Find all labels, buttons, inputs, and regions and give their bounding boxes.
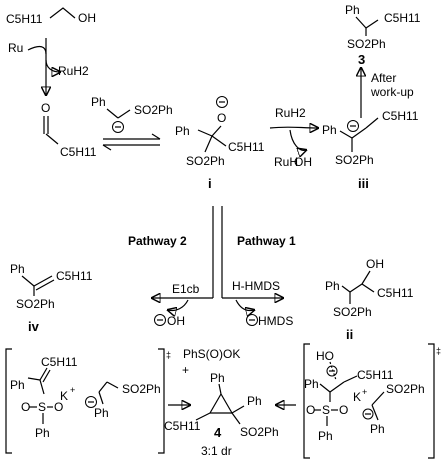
ii-label: ii	[346, 327, 353, 342]
p3-label: 3	[358, 52, 365, 67]
sulfone-anion-reagent: Ph SO2Ph	[91, 95, 173, 133]
reagent-ph: Ph	[91, 95, 106, 109]
p4-ph-top: Ph	[210, 371, 225, 385]
intermediate-i: O Ph C5H11 SO2Ph i	[175, 96, 265, 191]
tsr-so2ph: SO2Ph	[386, 382, 425, 396]
intermediate-iii: Ph C5H11 SO2Ph iii	[322, 109, 419, 191]
ts-left-dagger: ‡	[166, 350, 171, 360]
tsr-o-right: O	[339, 403, 348, 417]
tsr-ho: HO	[316, 349, 334, 363]
ii-ph: Ph	[325, 279, 340, 293]
tsr-chain: C5H11	[357, 368, 394, 382]
tsl-chain: C5H11	[41, 355, 78, 369]
after-label: After	[371, 71, 396, 85]
tsl-k: K	[60, 389, 68, 403]
iii-ruh-label: RuH	[274, 155, 298, 169]
p4-phsook: PhS(O)OK	[183, 347, 240, 361]
tsl-so2ph: SO2Ph	[122, 382, 161, 396]
tsr-s: S	[322, 403, 330, 417]
tsr-k: K	[353, 390, 361, 404]
p3-ph: Ph	[345, 3, 360, 17]
p4-plus: +	[182, 363, 189, 377]
tsr-ph: Ph	[304, 377, 319, 391]
arrow-to-iii	[269, 127, 318, 128]
iii-label: iii	[358, 176, 369, 191]
iv-so2ph: SO2Ph	[16, 297, 55, 311]
equilibrium-arrow	[102, 133, 161, 151]
ii-so2ph: SO2Ph	[333, 305, 372, 319]
ru-catalyst-label: Ru	[8, 41, 23, 55]
reagent-so2ph: SO2Ph	[134, 103, 173, 117]
product-3: Ph C5H11 SO2Ph 3	[345, 3, 421, 67]
p3-chain: C5H11	[384, 11, 421, 25]
i-chain: C5H11	[228, 140, 265, 154]
iii-ph: Ph	[322, 123, 337, 137]
i-so2ph: SO2Ph	[186, 154, 225, 168]
tsr-o-left: O	[306, 403, 315, 417]
ts-left: ‡ C5H11 Ph K + S O O Ph SO2Ph Ph	[5, 348, 171, 454]
p3-so2ph: SO2Ph	[347, 37, 386, 51]
p4-chain: C5H11	[164, 419, 201, 433]
tsl-ph-s: Ph	[35, 426, 50, 440]
aldehyde-chain: C5H11	[60, 145, 97, 159]
pathway2-label: Pathway 2	[128, 234, 187, 248]
iii-ruh2: RuH2	[275, 106, 306, 120]
iv-chain: C5H11	[56, 269, 93, 283]
iv-label: iv	[28, 319, 40, 334]
hmds-label: HMDS	[258, 314, 293, 328]
tsl-ph-benzyl: Ph	[94, 406, 109, 420]
ii-chain: C5H11	[377, 286, 414, 300]
pathway1-label: Pathway 1	[237, 234, 296, 248]
e1cb-hydroxide: OH	[167, 314, 185, 328]
cyclopropane-4: PhS(O)OK + Ph C5H11 Ph SO2Ph 4 3:1 dr	[164, 347, 279, 458]
p4-label: 4	[214, 425, 222, 440]
tsl-o-left: O	[21, 400, 30, 414]
e1cb-label: E1cb	[172, 282, 200, 296]
iii-chain: C5H11	[382, 109, 419, 123]
ts-right-dagger: ‡	[436, 346, 441, 356]
tsl-o-right: O	[54, 400, 63, 414]
hexanol-chain-label: C5H11	[6, 12, 43, 26]
tsr-k-plus: +	[362, 387, 367, 397]
p4-so2ph: SO2Ph	[240, 425, 279, 439]
hexanol: C5H11 OH	[6, 7, 96, 26]
tsl-s: S	[38, 400, 46, 414]
ts-right: ‡ HO Ph C5H11 S O O Ph K + SO2Ph Ph	[303, 343, 441, 459]
workup-label: work-up	[370, 85, 414, 99]
i-label: i	[208, 176, 212, 191]
i-oxygen: O	[217, 111, 226, 125]
tsl-k-plus: +	[70, 385, 75, 395]
hexanal: O C5H11	[41, 101, 97, 159]
tsr-ph-benzyl: Ph	[370, 422, 385, 436]
iv-ph: Ph	[10, 262, 25, 276]
i-ph: Ph	[175, 124, 190, 138]
iii-oh-label: OH	[294, 155, 312, 169]
aldehyde-o: O	[41, 101, 50, 115]
tsr-ph-s: Ph	[318, 429, 333, 443]
p4-ph-right: Ph	[247, 394, 262, 408]
vinyl-sulfone-iv: Ph C5H11 SO2Ph iv	[10, 262, 93, 334]
ii-oh: OH	[366, 257, 384, 271]
p4-dr: 3:1 dr	[201, 444, 232, 458]
iii-so2ph: SO2Ph	[335, 153, 374, 167]
ruh2-label: RuH2	[58, 64, 89, 78]
hydroxy-sulfone-ii: OH Ph C5H11 SO2Ph ii	[325, 257, 414, 342]
hhmds-label: H-HMDS	[232, 279, 280, 293]
tsl-ph: Ph	[10, 378, 25, 392]
hexanol-oh-label: OH	[78, 11, 96, 25]
